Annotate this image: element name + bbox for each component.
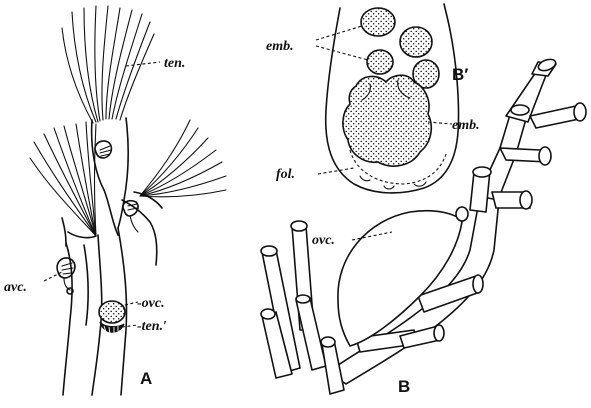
zooid-left-edge [62, 218, 66, 246]
ovicell-a [99, 301, 125, 334]
tube-opening-1 [537, 57, 557, 73]
embryo-2 [400, 27, 432, 57]
tube-opening-9 [291, 221, 307, 231]
ovicell-b-neck [456, 207, 468, 221]
embryo-3 [367, 50, 393, 74]
figure-b-prime-ovicell-section: emb. emb. fol. B′ [266, 4, 480, 193]
panel-label-b-prime: B′ [452, 65, 468, 84]
tube-opening-12 [261, 309, 275, 319]
tentacle-crown-top [62, 6, 154, 123]
avicularium-right [123, 201, 138, 232]
follicle-cells [360, 176, 426, 189]
label-ovc-b: ovc. [312, 233, 335, 248]
leader-emb-top-2 [316, 46, 368, 60]
tentacle-crown-right [140, 120, 226, 197]
avicularium-upper [95, 141, 112, 158]
tube-opening-4 [511, 105, 529, 115]
figure-a-colony: ten. avc. -ovc. -ten.′ A [4, 6, 226, 395]
zooid-left-base [68, 232, 96, 238]
panel-label-b: B [398, 377, 410, 396]
leader-ten-prime [122, 325, 138, 327]
tube-opening-2 [574, 103, 586, 121]
zooid-right-edge [122, 200, 157, 265]
embryo-mass [343, 75, 431, 166]
label-avc: avc. [4, 280, 27, 295]
zooid-top-right [118, 118, 128, 228]
tube-opening-6 [473, 167, 491, 177]
leader-avc [44, 272, 62, 281]
leader-ten [126, 62, 160, 66]
label-ten: ten. [164, 56, 185, 71]
panel-label-a: A [140, 369, 152, 388]
tube-opening-10 [261, 246, 277, 256]
leader-fol [318, 168, 354, 174]
tube-opening-8 [434, 325, 444, 341]
label-emb-top: emb. [266, 39, 294, 54]
embryo-1 [361, 8, 395, 36]
label-ovc-a: -ovc. [137, 296, 165, 311]
branch-left-inner [84, 245, 88, 325]
tube-left-inner [296, 298, 326, 370]
tube-opening-13 [321, 337, 335, 347]
label-ten-prime: -ten.′ [137, 319, 167, 334]
tube-opening-3 [539, 147, 551, 165]
tube-opening-11 [296, 295, 310, 303]
label-emb-mid: emb. [452, 118, 480, 133]
tube-opening-5 [520, 191, 532, 209]
label-fol: fol. [276, 167, 295, 182]
leader-emb-top-1 [316, 26, 362, 40]
tube-opening-7 [473, 275, 483, 293]
